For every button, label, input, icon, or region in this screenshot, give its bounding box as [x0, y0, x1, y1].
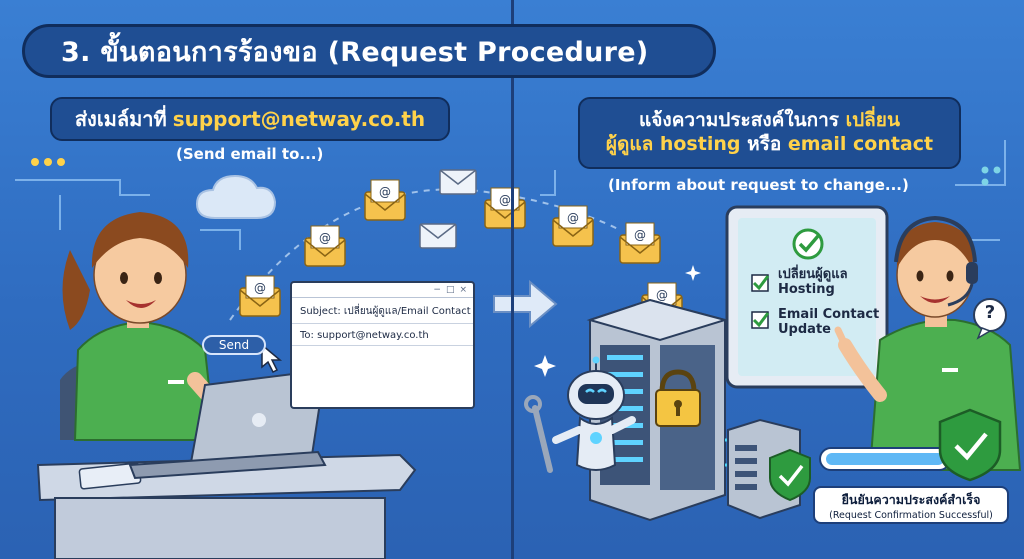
- checklist-item-hosting-line2: Hosting: [778, 281, 835, 297]
- panel-divider: [511, 0, 514, 559]
- circuit-lines-left: [15, 179, 241, 250]
- svg-text:@: @: [319, 231, 331, 245]
- right-subtitle: (Inform about request to change...): [608, 176, 909, 194]
- right-heading-line2-mid: หรือ: [747, 133, 782, 155]
- wrench-icon: [532, 405, 553, 473]
- email-to-field: To: support@netway.co.th: [292, 324, 473, 346]
- checklist-item-hosting-line1: เปลี่ยนผู้ดูแล: [778, 267, 848, 282]
- page-title: 3. ขั้นตอนการร้องขอ (Request Procedure): [22, 24, 716, 78]
- window-controls: − □ ×: [292, 283, 473, 298]
- svg-text:@: @: [567, 211, 579, 225]
- right-heading-line1: แจ้งความประสงค์ในการ เปลี่ยน: [639, 109, 900, 133]
- right-heading-line2-highlight: ผู้ดูแล hosting: [605, 133, 741, 155]
- left-subtitle: (Send email to...): [176, 145, 324, 163]
- right-heading-line2-tail: email contact: [787, 133, 934, 155]
- checklist-item-email-line2: Update: [778, 321, 831, 337]
- close-icon: ×: [459, 285, 467, 295]
- sparkle-icons: [534, 265, 701, 377]
- left-heading: ส่งเมล์มาที่ support@netway.co.th: [50, 97, 450, 141]
- maximize-icon: □: [445, 285, 455, 295]
- robot-icon: [552, 356, 636, 471]
- page-title-text: 3. ขั้นตอนการร้องขอ (Request Procedure): [61, 36, 649, 68]
- shield-check-icon: [769, 448, 811, 502]
- svg-text:@: @: [656, 288, 668, 302]
- left-heading-prefix: ส่งเมล์มาที่: [74, 107, 167, 131]
- lock-icon: [655, 369, 701, 427]
- checklist-item-email-line1: Email Contact: [778, 307, 880, 322]
- checklist-item-email: Email Contact Update: [778, 307, 880, 338]
- right-heading-line2: ผู้ดูแล hosting หรือ email contact: [606, 133, 933, 157]
- dots-left: [31, 158, 65, 166]
- email-compose-window: − □ × Subject: เปลี่ยนผู้ดูแล/Email Cont…: [290, 281, 475, 409]
- cursor-icon: [261, 343, 283, 374]
- right-heading: แจ้งความประสงค์ในการ เปลี่ยน ผู้ดูแล hos…: [578, 97, 961, 169]
- dots-right: [981, 166, 1001, 186]
- confirmation-subtitle: (Request Confirmation Successful): [829, 510, 993, 521]
- cloud-icon: [195, 174, 277, 219]
- svg-text:@: @: [634, 228, 646, 242]
- email-subject-field: Subject: เปลี่ยนผู้ดูแล/Email Contact: [292, 298, 473, 324]
- confirmation-title: ยืนยันความประสงค์สำเร็จ: [841, 492, 981, 507]
- svg-text:@: @: [499, 193, 511, 207]
- shield-large-icon: [938, 408, 1002, 482]
- progress-bar: [819, 447, 951, 471]
- send-button: Send: [202, 335, 266, 355]
- confirmation-badge: ยืนยันความประสงค์สำเร็จ (Request Confirm…: [813, 486, 1009, 524]
- svg-text:@: @: [254, 281, 266, 295]
- question-bubble-icon: [973, 298, 1007, 340]
- question-mark: ?: [984, 302, 996, 323]
- right-heading-line1-prefix: แจ้งความประสงค์ในการ: [639, 109, 839, 132]
- svg-text:@: @: [379, 185, 391, 199]
- minimize-icon: −: [433, 285, 441, 295]
- arrow-right-icon: [493, 279, 558, 329]
- headset-icon: [894, 215, 977, 263]
- checklist-item-hosting: เปลี่ยนผู้ดูแล Hosting: [778, 267, 848, 298]
- woman-illustration: [60, 212, 258, 448]
- right-heading-line1-highlight: เปลี่ยน: [845, 109, 900, 132]
- envelope-icons: @ @ @ @ @ @ @: [239, 169, 683, 324]
- support-email: support@netway.co.th: [172, 107, 426, 131]
